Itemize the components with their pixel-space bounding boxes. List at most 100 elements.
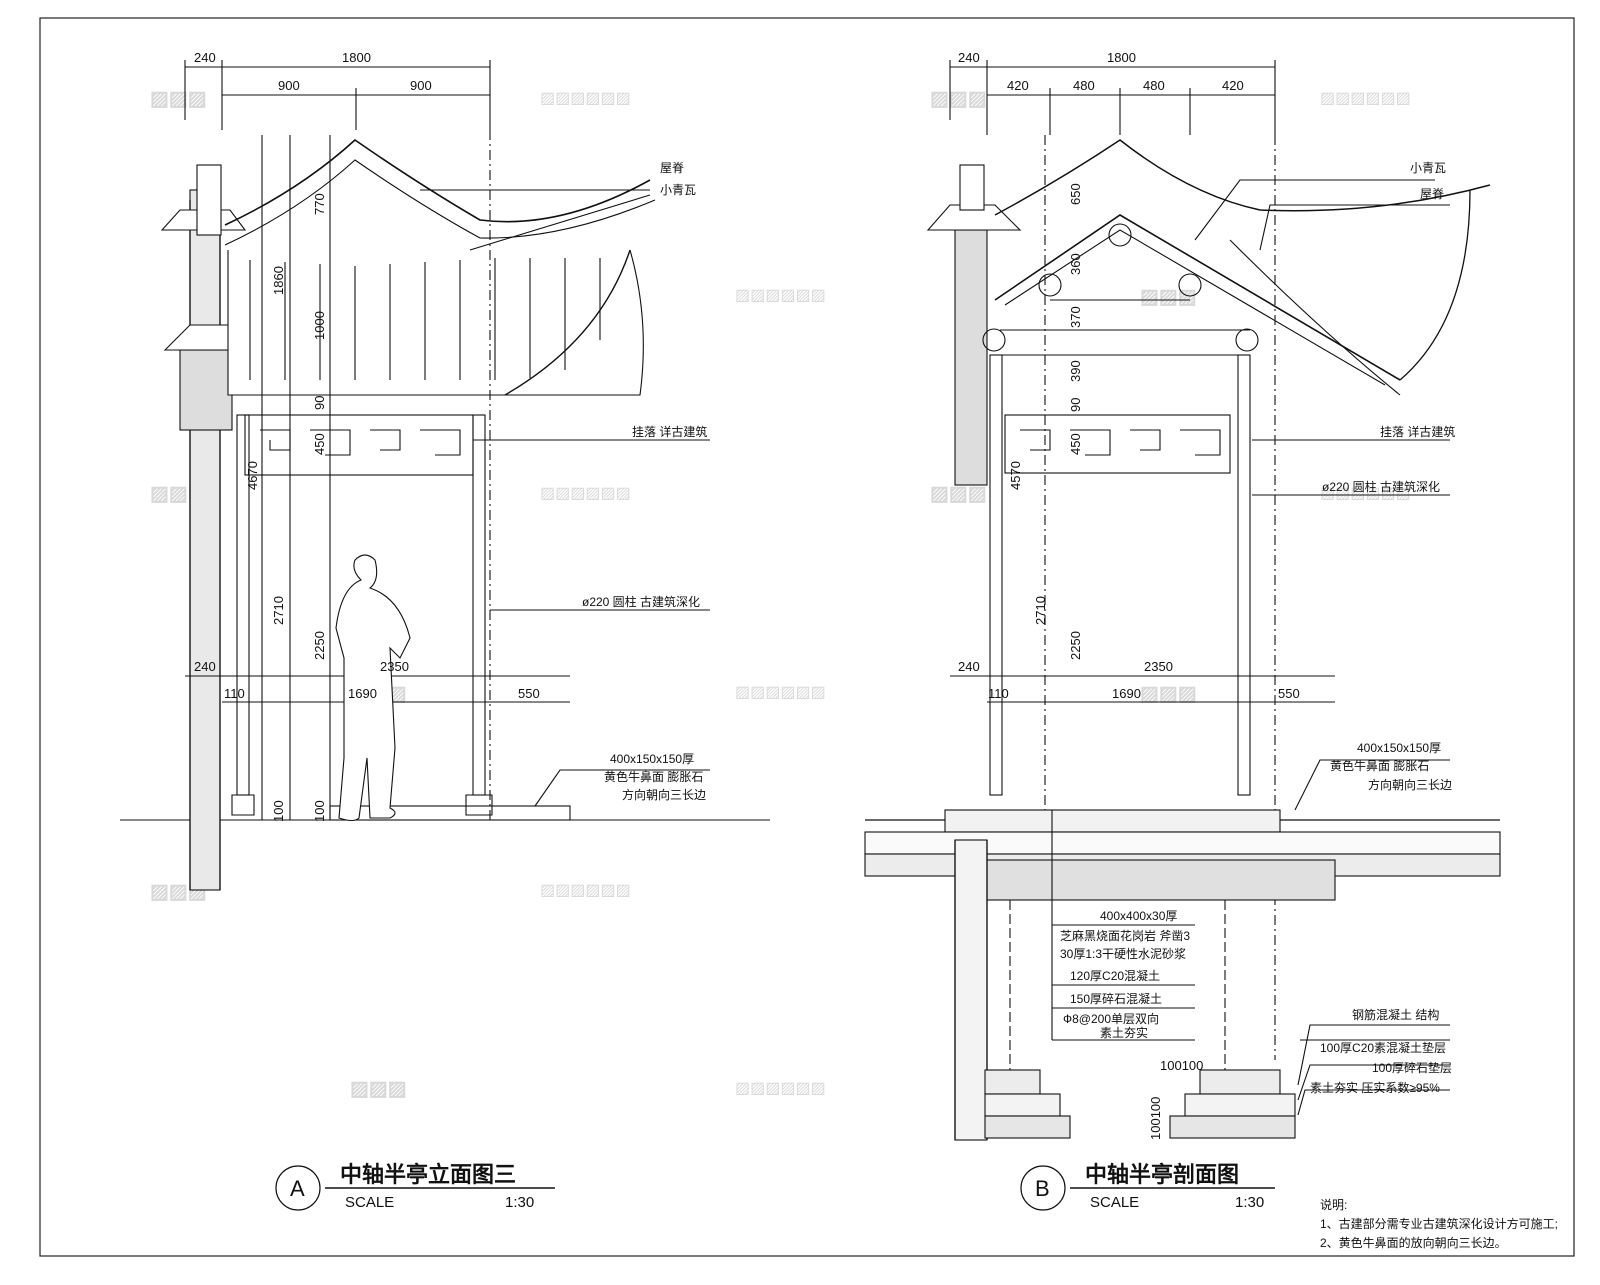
sec-vdim-1: 360 [1068,253,1083,275]
sec-dim-s4: 420 [1222,78,1244,93]
sec-found-l1: 100厚C20素混凝土垫层 [1320,1040,1446,1055]
sec-marker: B [1035,1176,1050,1201]
sec-layer-6: 素土夯实 [1100,1025,1148,1040]
elev-low-2350: 2350 [380,659,409,674]
watermark-group: ▨▨▨ ▨▨▨▨▨▨ ▨▨▨ ▨▨▨▨▨▨ ▨▨▨ ▨▨▨▨▨▨ ▨▨▨ ▨▨▨… [150,88,1411,1100]
sec-dim-1800: 1800 [1107,50,1136,65]
elevation-dimensions: 240 1800 900 900 770 1860 1000 90 450 46… [194,50,540,822]
sec-label-pave-2: 黄色牛鼻面 膨胀石 [1330,758,1429,773]
svg-text:▨▨▨: ▨▨▨ [1140,286,1197,308]
sec-title: 中轴半亭剖面图 [1085,1162,1239,1187]
svg-text:▨▨▨▨▨▨: ▨▨▨▨▨▨ [735,684,826,701]
sheet-border [39,17,1575,1257]
sec-vdim-8: 2250 [1068,631,1083,660]
notes-item-1: 1、古建部分需专业古建筑深化设计方可施工; [1320,1217,1559,1231]
general-notes: 说明: 1、古建部分需专业古建筑深化设计方可施工; 2、黄色牛鼻面的放向朝向三长… [1320,1196,1590,1253]
svg-text:▨▨▨: ▨▨▨ [350,1078,407,1100]
notes-heading: 说明: [1320,1198,1348,1212]
section-drawing [864,60,1501,1141]
sec-found-l3: 素土夯实 压实系数≥95% [1310,1080,1440,1095]
sec-scale-value: 1:30 [1235,1194,1264,1211]
elev-low-1690: 1690 [348,686,377,701]
svg-text:▨▨▨▨▨▨: ▨▨▨▨▨▨ [540,485,631,502]
svg-text:▨▨▨: ▨▨▨ [930,88,987,110]
elev-vdim-7: 2250 [312,631,327,660]
elev-title: 中轴半亭立面图三 [340,1162,516,1187]
sec-vdim-7: 2710 [1033,596,1048,625]
elev-vdim-8: 100 [271,800,286,822]
sec-vdim-2: 370 [1068,306,1083,328]
elev-vdim-4: 450 [312,433,327,455]
sec-low-110: 110 [988,686,1009,701]
svg-text:▨▨▨: ▨▨▨ [930,483,987,505]
elev-dim-900b: 900 [410,78,432,93]
elev-vdim-5: 4670 [245,461,260,490]
elev-low-550: 550 [518,686,540,701]
sec-low-2350: 2350 [1144,659,1173,674]
elev-scale-label: SCALE [345,1194,394,1211]
elev-vdim-1: 1860 [271,266,286,295]
elevation-drawing [120,60,770,891]
sec-layer-1: 芝麻黑烧面花岗岩 斧凿3 [1060,928,1190,943]
sec-label-tile: 小青瓦 [1410,161,1446,175]
sec-scale-label: SCALE [1090,1194,1139,1211]
sec-label-ridge: 屋脊 [1420,187,1444,201]
elev-label-pave-2: 黄色牛鼻面 膨胀石 [604,769,703,784]
elev-label-fascia: 挂落 详古建筑 [632,424,707,439]
elev-vdim-2: 1000 [312,311,327,340]
sec-dim-s2: 480 [1073,78,1095,93]
elev-label-pave-1: 400x150x150厚 [610,752,694,766]
sec-layer-2: 30厚1:3干硬性水泥砂浆 [1060,946,1186,961]
svg-text:▨▨▨▨▨▨: ▨▨▨▨▨▨ [1320,485,1411,502]
elev-dim-1800: 1800 [342,50,371,65]
elev-scale-value: 1:30 [505,1194,534,1211]
elevation-title-block: A 中轴半亭立面图三 SCALE 1:30 [275,1162,555,1211]
sec-dim-240: 240 [958,50,980,65]
sec-label-pave-1: 400x150x150厚 [1357,741,1441,755]
section-dimensions: 240 1800 420 480 480 420 650 360 370 390… [958,50,1300,701]
sec-dim-s1: 420 [1007,78,1029,93]
sec-vdim-3: 390 [1068,360,1083,382]
sec-vdim-5: 450 [1068,433,1083,455]
elev-label-column: ø220 圆柱 古建筑深化 [582,594,700,609]
sec-layer-4: 150厚碎石混凝土 [1070,991,1162,1006]
sec-label-fascia: 挂落 详古建筑 [1380,424,1455,439]
sec-vdim-4: 90 [1068,398,1083,412]
sec-label-column: ø220 圆柱 古建筑深化 [1322,479,1440,494]
sec-vdim-0: 650 [1068,183,1083,205]
elev-low-110: 110 [224,686,245,701]
elev-vdim-3: 90 [312,396,327,410]
sec-layer-5: Ф8@200单层双向 [1063,1011,1159,1026]
elev-dim-900a: 900 [278,78,300,93]
elev-label-tile: 小青瓦 [660,183,696,197]
svg-text:▨▨▨: ▨▨▨ [150,88,207,110]
svg-text:▨▨▨▨▨▨: ▨▨▨▨▨▨ [540,882,631,899]
svg-text:▨▨▨▨▨▨: ▨▨▨▨▨▨ [735,287,826,304]
elev-vdim-9: 100 [312,800,327,822]
sec-dim-s3: 480 [1143,78,1165,93]
elev-marker: A [290,1176,305,1201]
sec-low-550: 550 [1278,686,1300,701]
sec-found-l2: 100厚碎石垫层 [1372,1060,1452,1075]
elev-vdim-6: 2710 [271,596,286,625]
svg-text:▨▨▨▨▨▨: ▨▨▨▨▨▨ [1320,90,1411,107]
sec-layer-3: 120厚C20混凝土 [1070,968,1160,983]
sec-found-d-top: 100100 [1160,1058,1203,1073]
sec-found-structure: 钢筋混凝土 结构 [1352,1007,1439,1022]
sec-layer-0: 400x400x30厚 [1100,909,1177,923]
elev-label-ridge: 屋脊 [660,161,684,175]
elev-low-240: 240 [194,659,216,674]
svg-text:▨▨▨▨▨▨: ▨▨▨▨▨▨ [540,90,631,107]
sec-low-1690: 1690 [1112,686,1141,701]
elev-dim-240: 240 [194,50,216,65]
sec-found-d-side: 100100 [1148,1097,1163,1140]
notes-item-2: 2、黄色牛鼻面的放向朝向三长边。 [1320,1236,1507,1250]
elev-vdim-0: 770 [312,193,327,215]
svg-text:▨▨▨▨▨▨: ▨▨▨▨▨▨ [735,1080,826,1097]
sec-vdim-6: 4570 [1008,461,1023,490]
sec-label-pave-3: 方向朝向三长边 [1368,777,1452,792]
elevation-labels: 屋脊 小青瓦 挂落 详古建筑 ø220 圆柱 古建筑深化 400x150x150… [582,161,707,802]
elev-label-pave-3: 方向朝向三长边 [622,787,706,802]
